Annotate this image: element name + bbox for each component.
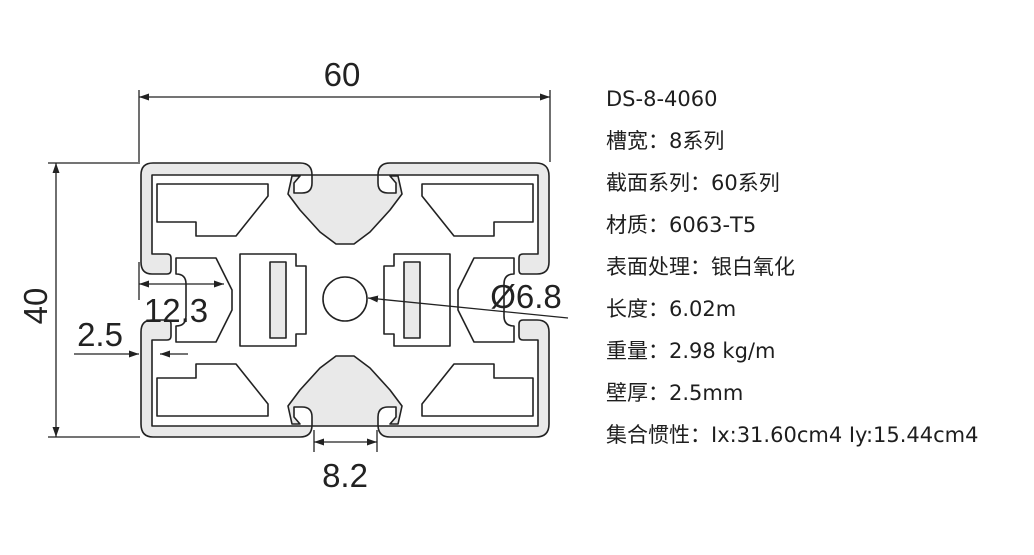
spec-slot-width: 槽宽：8系列 — [606, 129, 725, 153]
profile-cross-section — [140, 162, 550, 438]
dim-slot-label: 8.2 — [322, 457, 368, 494]
dim-offset-label: 12.3 — [144, 292, 208, 329]
pocket-top-right — [421, 183, 534, 237]
pocket-side-right — [457, 257, 515, 343]
pocket-side-left — [175, 257, 233, 343]
center-slot-right-inner — [403, 261, 421, 339]
hole-leader — [367, 295, 569, 319]
spec-model: DS-8-4060 — [606, 87, 718, 111]
spec-inertia: 集合惯性：Ix:31.60cm4 Iy:15.44cm4 — [606, 423, 979, 447]
pocket-bottom-right — [421, 363, 534, 417]
spec-wall: 壁厚：2.5mm — [606, 381, 744, 405]
pocket-bottom-left — [156, 363, 269, 417]
dim-width-label: 60 — [324, 56, 361, 93]
dim-height-label: 40 — [17, 288, 54, 325]
dim-wall-label: 2.5 — [77, 316, 123, 353]
spec-length: 长度：6.02m — [606, 297, 737, 321]
dimension-lines — [48, 90, 569, 452]
profile-outline — [140, 162, 550, 275]
spec-series: 截面系列：60系列 — [606, 171, 780, 195]
dim-hole-label: Ø6.8 — [490, 278, 562, 315]
profile-drawing: 60 40 12.3 2.5 Ø6.8 8.2 — [17, 56, 569, 494]
pocket-top-left — [156, 183, 269, 237]
spec-material: 材质：6063-T5 — [606, 213, 757, 237]
center-hole — [322, 276, 368, 322]
profile-lower-outline — [140, 319, 550, 438]
center-slot-left-inner — [269, 261, 287, 339]
spec-list: DS-8-4060 槽宽：8系列 截面系列：60系列 材质：6063-T5 表面… — [606, 78, 979, 456]
spec-weight: 重量：2.98 kg/m — [606, 339, 776, 363]
spec-finish: 表面处理：银白氧化 — [606, 255, 795, 279]
